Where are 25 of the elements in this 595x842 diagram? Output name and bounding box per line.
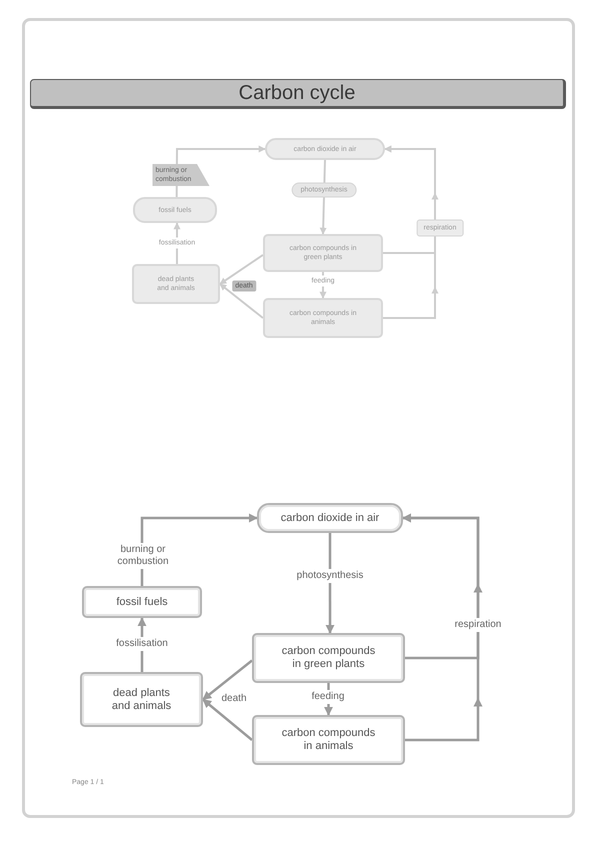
process-box <box>263 298 383 338</box>
node-text: carbon compounds in animals <box>280 727 376 753</box>
process-box <box>257 503 403 533</box>
arrow <box>202 660 253 700</box>
process-box <box>132 264 220 304</box>
process-box <box>133 197 217 223</box>
process-box <box>80 672 203 727</box>
arrow <box>219 283 264 319</box>
arrow <box>326 533 335 634</box>
title: Carbon cycle <box>238 82 356 104</box>
process-box <box>252 633 405 683</box>
arrow <box>202 698 253 741</box>
process-box <box>263 234 383 272</box>
process-box <box>265 138 385 160</box>
edge-label: feeding <box>310 690 346 704</box>
node-text: carbon compounds in green plants <box>280 645 376 671</box>
arrow <box>219 254 264 285</box>
edge-label: fossilisation <box>114 637 170 651</box>
node-text: fossil fuels <box>116 596 168 608</box>
process-box <box>252 715 405 765</box>
edge-label: respiration <box>452 618 504 632</box>
node-text: carbon dioxide in air <box>280 512 380 524</box>
process-box <box>82 586 202 618</box>
edge-label: photosynthesis <box>294 569 366 583</box>
node-text: dead plants and animals <box>110 686 172 712</box>
